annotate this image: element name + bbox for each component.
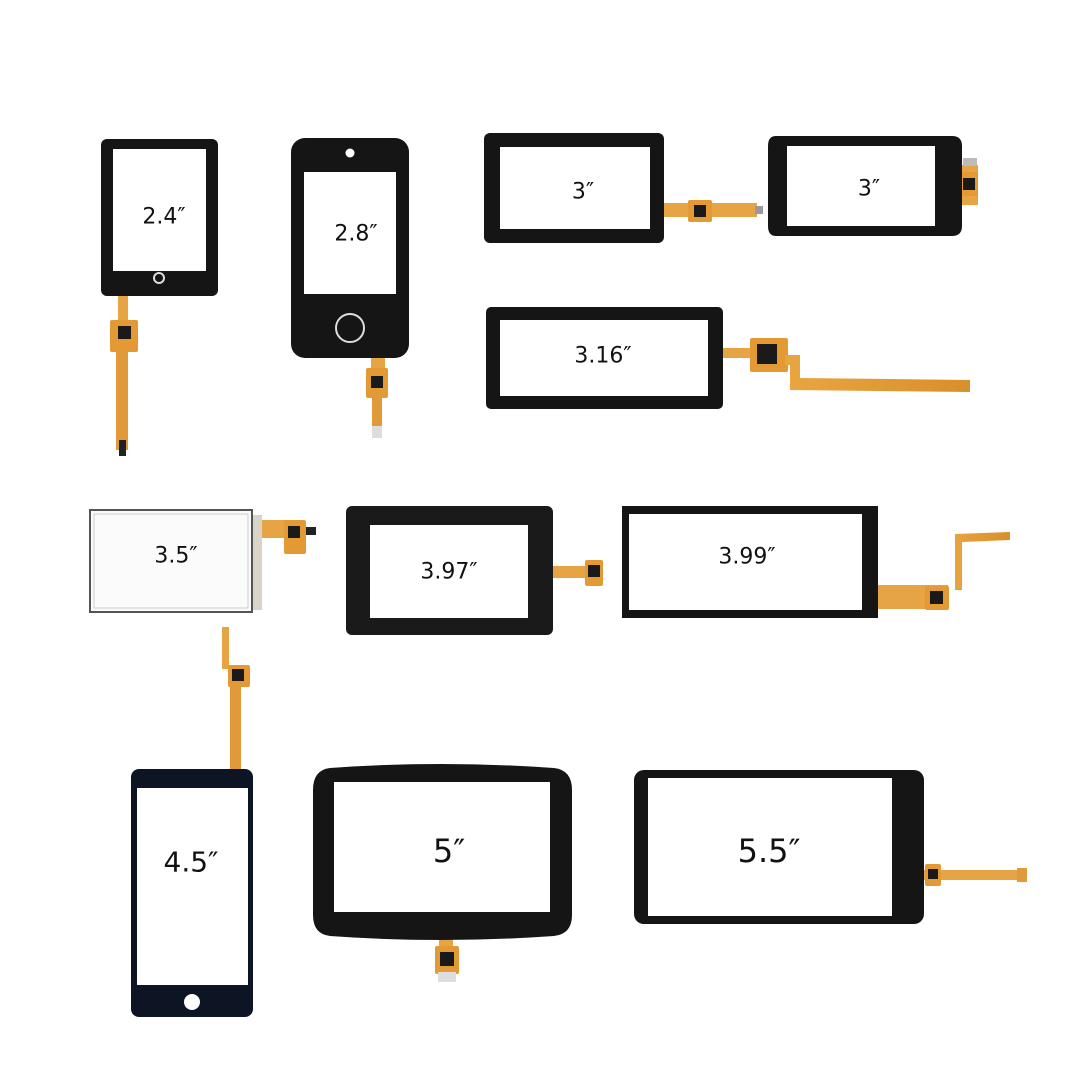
touch-panel-5-5-inch	[634, 770, 1027, 924]
flex-cable	[366, 356, 388, 438]
flex-cable	[958, 158, 978, 205]
size-label-3-99: 3.99″	[718, 544, 776, 570]
controller-chip	[928, 869, 938, 879]
flex-cable	[550, 560, 603, 586]
flex-cable	[250, 515, 316, 610]
touch-panel-3-99-inch	[622, 506, 1010, 618]
size-label-3-b: 3″	[857, 176, 881, 202]
controller-chip	[118, 326, 131, 339]
screen	[648, 778, 892, 916]
flex-cable	[110, 292, 138, 456]
touch-panel-3-97-inch	[346, 506, 603, 635]
controller-chip	[232, 669, 244, 681]
home-button-icon	[153, 272, 165, 284]
flex-cable	[662, 200, 763, 222]
camera-icon	[345, 148, 355, 158]
flex-cable	[720, 338, 970, 392]
screen	[629, 514, 862, 610]
controller-chip	[930, 591, 943, 604]
touch-panel-2-4-inch	[101, 139, 218, 456]
screen	[370, 525, 528, 618]
controller-chip	[440, 952, 454, 966]
size-label-5-5: 5.5″	[737, 832, 801, 870]
touch-panel-3-inch-a	[484, 133, 763, 243]
size-label-3-97: 3.97″	[420, 559, 478, 585]
size-label-3-a: 3″	[571, 179, 595, 205]
controller-chip	[288, 526, 300, 538]
home-button-icon	[335, 313, 365, 343]
flex-cable	[922, 864, 1027, 886]
flex-cable	[222, 627, 250, 771]
home-button-icon	[184, 994, 200, 1010]
screen	[137, 788, 248, 985]
controller-chip	[963, 178, 975, 190]
size-label-3-16: 3.16″	[574, 343, 632, 369]
screen	[304, 172, 396, 294]
flex-cable	[435, 935, 459, 982]
screen	[89, 509, 253, 613]
screen	[500, 320, 708, 396]
controller-chip	[694, 205, 706, 217]
touch-panel-3-5-inch	[89, 509, 316, 613]
touch-panel-3-inch-b	[768, 136, 978, 236]
size-label-5: 5″	[432, 832, 466, 870]
screen	[787, 146, 935, 226]
touch-panel-5-inch	[313, 764, 572, 982]
size-label-2-4: 2.4″	[142, 204, 186, 230]
touch-panel-3-16-inch	[486, 307, 970, 409]
touch-panel-2-8-inch	[291, 138, 409, 438]
size-label-3-5: 3.5″	[154, 543, 198, 569]
controller-chip	[757, 344, 777, 364]
size-label-2-8: 2.8″	[334, 221, 378, 247]
size-label-4-5: 4.5″	[163, 845, 219, 879]
screen	[334, 782, 550, 912]
screen	[500, 147, 650, 229]
flex-cable	[876, 532, 1010, 610]
controller-chip	[588, 565, 600, 577]
screen	[113, 149, 206, 271]
controller-chip	[371, 376, 383, 388]
touch-panel-4-5-inch	[131, 627, 253, 1017]
